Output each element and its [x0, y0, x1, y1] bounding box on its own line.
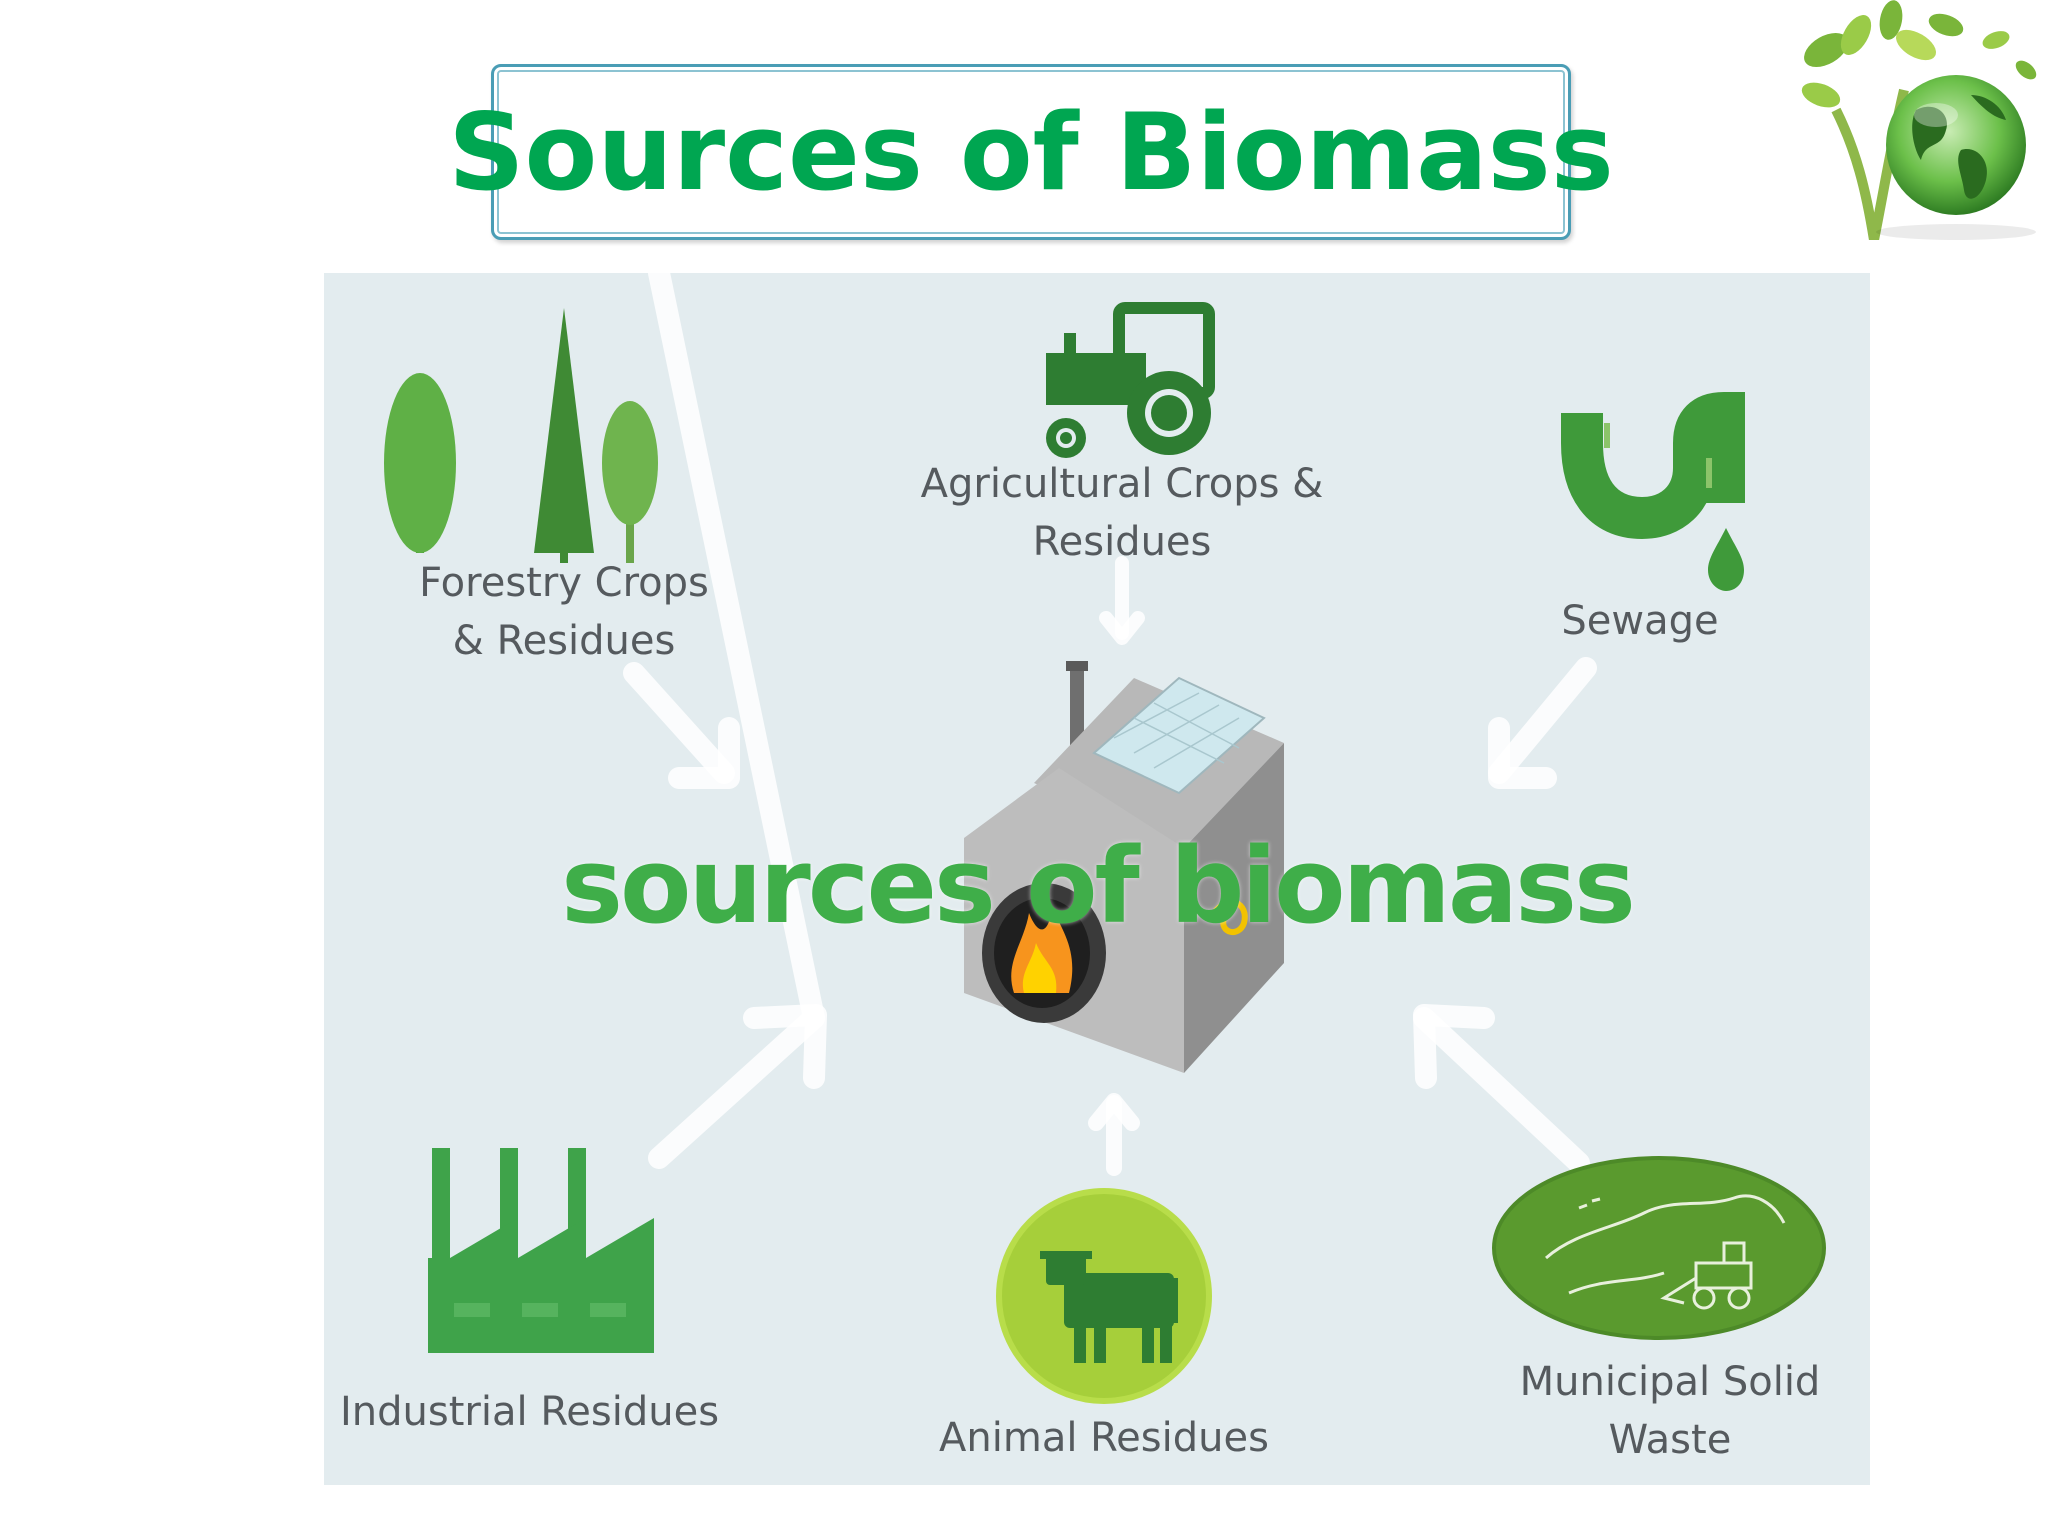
forestry-label: Forestry Crops & Residues [414, 554, 714, 670]
animal-label: Animal Residues [934, 1409, 1274, 1467]
sewage-pipe-icon [1561, 391, 1745, 591]
municipal-label-line2: Waste [1608, 1417, 1732, 1463]
sewage-label: Sewage [1540, 592, 1740, 650]
trees-icon [384, 308, 658, 563]
slide-title: Sources of Biomass [448, 90, 1614, 214]
municipal-arrow-icon [1413, 1004, 1590, 1174]
industrial-arrow-icon [648, 273, 827, 1169]
municipal-label-line1: Municipal Solid [1519, 1359, 1821, 1405]
biomass-diagram-panel: sources of biomass Forestry Crops & Resi… [324, 273, 1870, 1485]
animal-label-line1: Animal Residues [939, 1415, 1269, 1461]
center-label: sources of biomass [561, 825, 1636, 947]
landfill-icon [1492, 1156, 1826, 1340]
sewage-label-line1: Sewage [1561, 598, 1719, 644]
agricultural-label-line2: Residues [1032, 519, 1212, 565]
tractor-icon [1046, 302, 1215, 458]
sewage-arrow-icon [1488, 657, 1597, 789]
industrial-label: Industrial Residues [340, 1383, 720, 1441]
industrial-label-line1: Industrial Residues [340, 1389, 720, 1435]
forestry-label-line1: Forestry Crops [419, 560, 709, 606]
tree-globe-logo-icon [1801, 0, 2037, 240]
factory-icon [428, 1148, 654, 1353]
animal-arrow-icon [1088, 1093, 1140, 1176]
agricultural-label-line1: Agricultural Crops & [920, 461, 1324, 507]
municipal-label: Municipal Solid Waste [1500, 1353, 1840, 1469]
forestry-arrow-icon [623, 662, 740, 789]
forestry-label-line2: & Residues [452, 618, 676, 664]
biomass-plant-icon [964, 661, 1284, 1073]
agricultural-arrow-icon [1099, 556, 1145, 645]
agricultural-label: Agricultural Crops & Residues [907, 455, 1337, 571]
diagram-graphics [384, 273, 1826, 1404]
cow-icon [996, 1188, 1212, 1404]
title-box: Sources of Biomass [448, 64, 1614, 240]
